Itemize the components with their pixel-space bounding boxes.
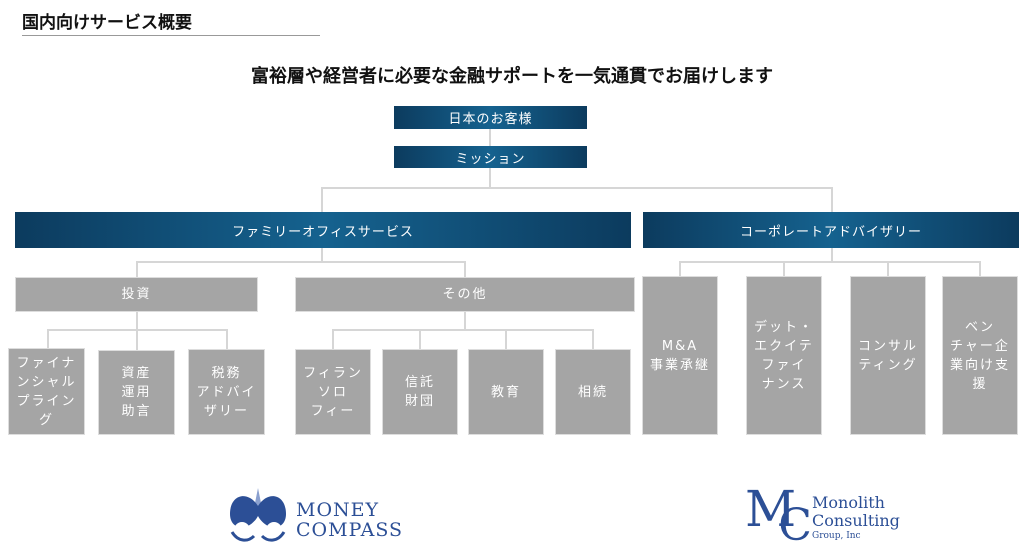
service-education: 教育	[468, 349, 544, 435]
connector	[505, 329, 507, 349]
connector	[321, 187, 833, 189]
compass-emblem-icon	[230, 488, 286, 542]
connector	[226, 329, 228, 350]
logo-line: MONEY	[296, 499, 380, 521]
monolith-wordmark: Monolith Consulting Group, Inc	[812, 494, 900, 542]
family-office-box: ファミリーオフィスサービス	[15, 212, 631, 248]
connector	[887, 261, 889, 276]
investment-box: 投資	[15, 277, 258, 312]
connector	[321, 187, 323, 212]
service-consulting: コンサル ティング	[850, 276, 926, 435]
service-debt-equity: デット・ エクイテ ファイ ナンス	[746, 276, 822, 435]
connector	[831, 248, 833, 262]
connector	[47, 329, 49, 348]
connector	[136, 312, 138, 330]
connector	[419, 329, 421, 349]
connector	[136, 329, 138, 350]
connector	[679, 261, 681, 276]
page-title: 国内向けサービス概要	[22, 13, 192, 33]
connector	[136, 261, 466, 263]
logo-line: Consulting	[812, 511, 900, 530]
connector	[332, 329, 594, 331]
connector	[321, 248, 323, 262]
connector	[136, 261, 138, 277]
title-underline	[22, 35, 320, 36]
money-compass-logo	[228, 486, 288, 546]
service-tax-advisory: 税務 アドバイ ザリー	[188, 349, 265, 435]
connector	[464, 312, 466, 330]
service-inheritance: 相続	[555, 349, 631, 435]
connector	[979, 261, 981, 276]
connector	[783, 261, 785, 276]
connector	[592, 329, 594, 349]
service-philanthropy: フィラン ソロ フィー	[295, 349, 371, 435]
mc-monogram-icon: MC	[745, 480, 812, 551]
logo-line: Monolith	[812, 493, 885, 512]
corporate-advisory-box: コーポレートアドバイザリー	[643, 212, 1019, 248]
mission-box: ミッション	[394, 146, 587, 168]
service-financial-planning: ファイナ ンシャル プライン グ	[8, 348, 85, 435]
service-ma: M&A 事業承継	[642, 276, 718, 435]
customer-box: 日本のお客様	[394, 106, 587, 129]
connector	[679, 261, 981, 263]
logo-line: COMPASS	[296, 519, 404, 541]
connector	[489, 129, 491, 146]
logo-line: Group, Inc	[812, 531, 861, 541]
connector	[489, 168, 491, 188]
money-compass-wordmark: MONEY COMPASS	[296, 500, 403, 540]
headline: 富裕層や経営者に必要な金融サポートを一気通貫でお届けします	[251, 66, 773, 87]
connector	[831, 187, 833, 212]
connector	[464, 261, 466, 277]
connector	[332, 329, 334, 349]
service-asset-advice: 資産 運用 助言	[98, 350, 175, 435]
service-trust: 信託 財団	[382, 349, 458, 435]
service-venture: ベン チャー企 業向け支 援	[942, 276, 1018, 435]
other-box: その他	[295, 277, 635, 312]
